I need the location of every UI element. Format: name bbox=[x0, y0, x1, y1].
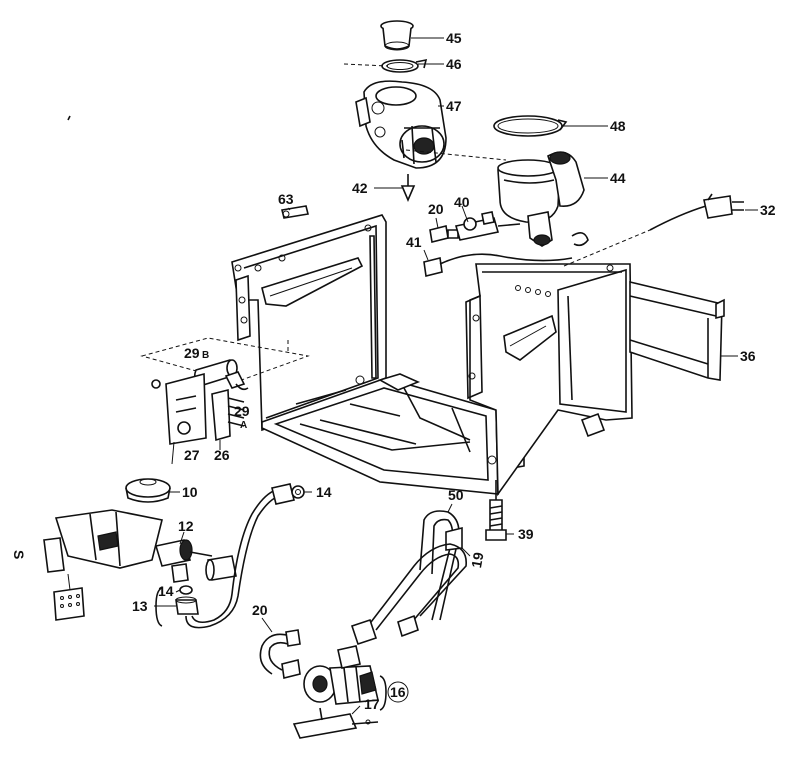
callout-47: 47 bbox=[446, 98, 462, 114]
terminal-plate bbox=[53, 573, 85, 621]
part-20-drain-hose bbox=[259, 629, 301, 679]
callout-26: 26 bbox=[214, 447, 230, 463]
callout-29b: 29 bbox=[184, 345, 200, 361]
small-clip bbox=[571, 232, 589, 247]
callout-27: 27 bbox=[184, 447, 200, 463]
callout-labels: 45 46 47 48 44 42 63 20 40 32 41 36 29 B… bbox=[11, 30, 776, 712]
leader-lines bbox=[154, 37, 758, 715]
part-27-bracket bbox=[151, 372, 207, 445]
part-39-screw bbox=[485, 480, 507, 541]
callout-40: 40 bbox=[454, 194, 470, 210]
part-36-rail bbox=[629, 280, 725, 381]
part-12-valve bbox=[154, 539, 213, 583]
callout-48: 48 bbox=[610, 118, 626, 134]
callout-45: 45 bbox=[446, 30, 462, 46]
part-10-pressure-switch bbox=[125, 478, 171, 503]
callout-16: 16 bbox=[390, 684, 406, 700]
callout-16-circle bbox=[387, 681, 409, 703]
callout-29b-suffix: B bbox=[202, 350, 209, 361]
part-48-ring bbox=[493, 115, 568, 137]
part-44-sump bbox=[497, 151, 585, 247]
callout-41: 41 bbox=[406, 234, 422, 250]
callout-36: 36 bbox=[740, 348, 756, 364]
part-14-washer-lower bbox=[179, 585, 193, 595]
mount-dashes bbox=[140, 337, 310, 383]
part-16-drain-pump bbox=[303, 645, 379, 705]
callout-29a: 29 bbox=[234, 403, 250, 419]
callout-44: 44 bbox=[610, 170, 626, 186]
part-19-hose bbox=[350, 543, 467, 646]
stray-mark bbox=[67, 115, 71, 121]
part-46-clamp bbox=[381, 58, 428, 73]
part-13-nut bbox=[175, 596, 199, 615]
part-45-cap bbox=[380, 20, 414, 51]
callout-32: 32 bbox=[760, 202, 776, 218]
part-50-hose bbox=[419, 510, 463, 621]
callout-13: 13 bbox=[132, 598, 148, 614]
callout-14-upper: 14 bbox=[316, 484, 332, 500]
part-14-washer-upper bbox=[291, 485, 305, 499]
part-20-bushing-upper bbox=[429, 225, 459, 243]
part-42-valve bbox=[400, 174, 416, 203]
callout-46: 46 bbox=[446, 56, 462, 72]
callout-12: 12 bbox=[178, 518, 194, 534]
callout-14-lower: 14 bbox=[158, 583, 174, 599]
part-26-terminal bbox=[211, 388, 245, 442]
part-47-pump bbox=[355, 80, 447, 169]
callout-17: 17 bbox=[364, 696, 380, 712]
part-63-pin bbox=[281, 205, 309, 219]
part-32-power-cord bbox=[563, 193, 744, 267]
callout-42: 42 bbox=[352, 180, 368, 196]
callout-10: 10 bbox=[182, 484, 198, 500]
callout-19: 19 bbox=[468, 551, 486, 569]
callout-20-lower: 20 bbox=[252, 602, 268, 618]
part-sleeve bbox=[205, 555, 237, 581]
bracket-lower-left bbox=[43, 509, 163, 573]
callout-20-upper: 20 bbox=[428, 201, 444, 217]
part-17-mount bbox=[292, 707, 379, 739]
cabinet-frame bbox=[231, 214, 633, 497]
hose-inlet bbox=[185, 483, 295, 629]
part-29a-switch bbox=[224, 371, 249, 391]
part-40-valve bbox=[454, 211, 521, 241]
callout-63: 63 bbox=[278, 191, 294, 207]
margin-mark-s: S bbox=[11, 550, 27, 559]
callout-50: 50 bbox=[448, 487, 464, 503]
part-41-sensor bbox=[423, 253, 573, 277]
callout-29a-suffix: A bbox=[240, 420, 247, 431]
callout-39: 39 bbox=[518, 526, 534, 542]
